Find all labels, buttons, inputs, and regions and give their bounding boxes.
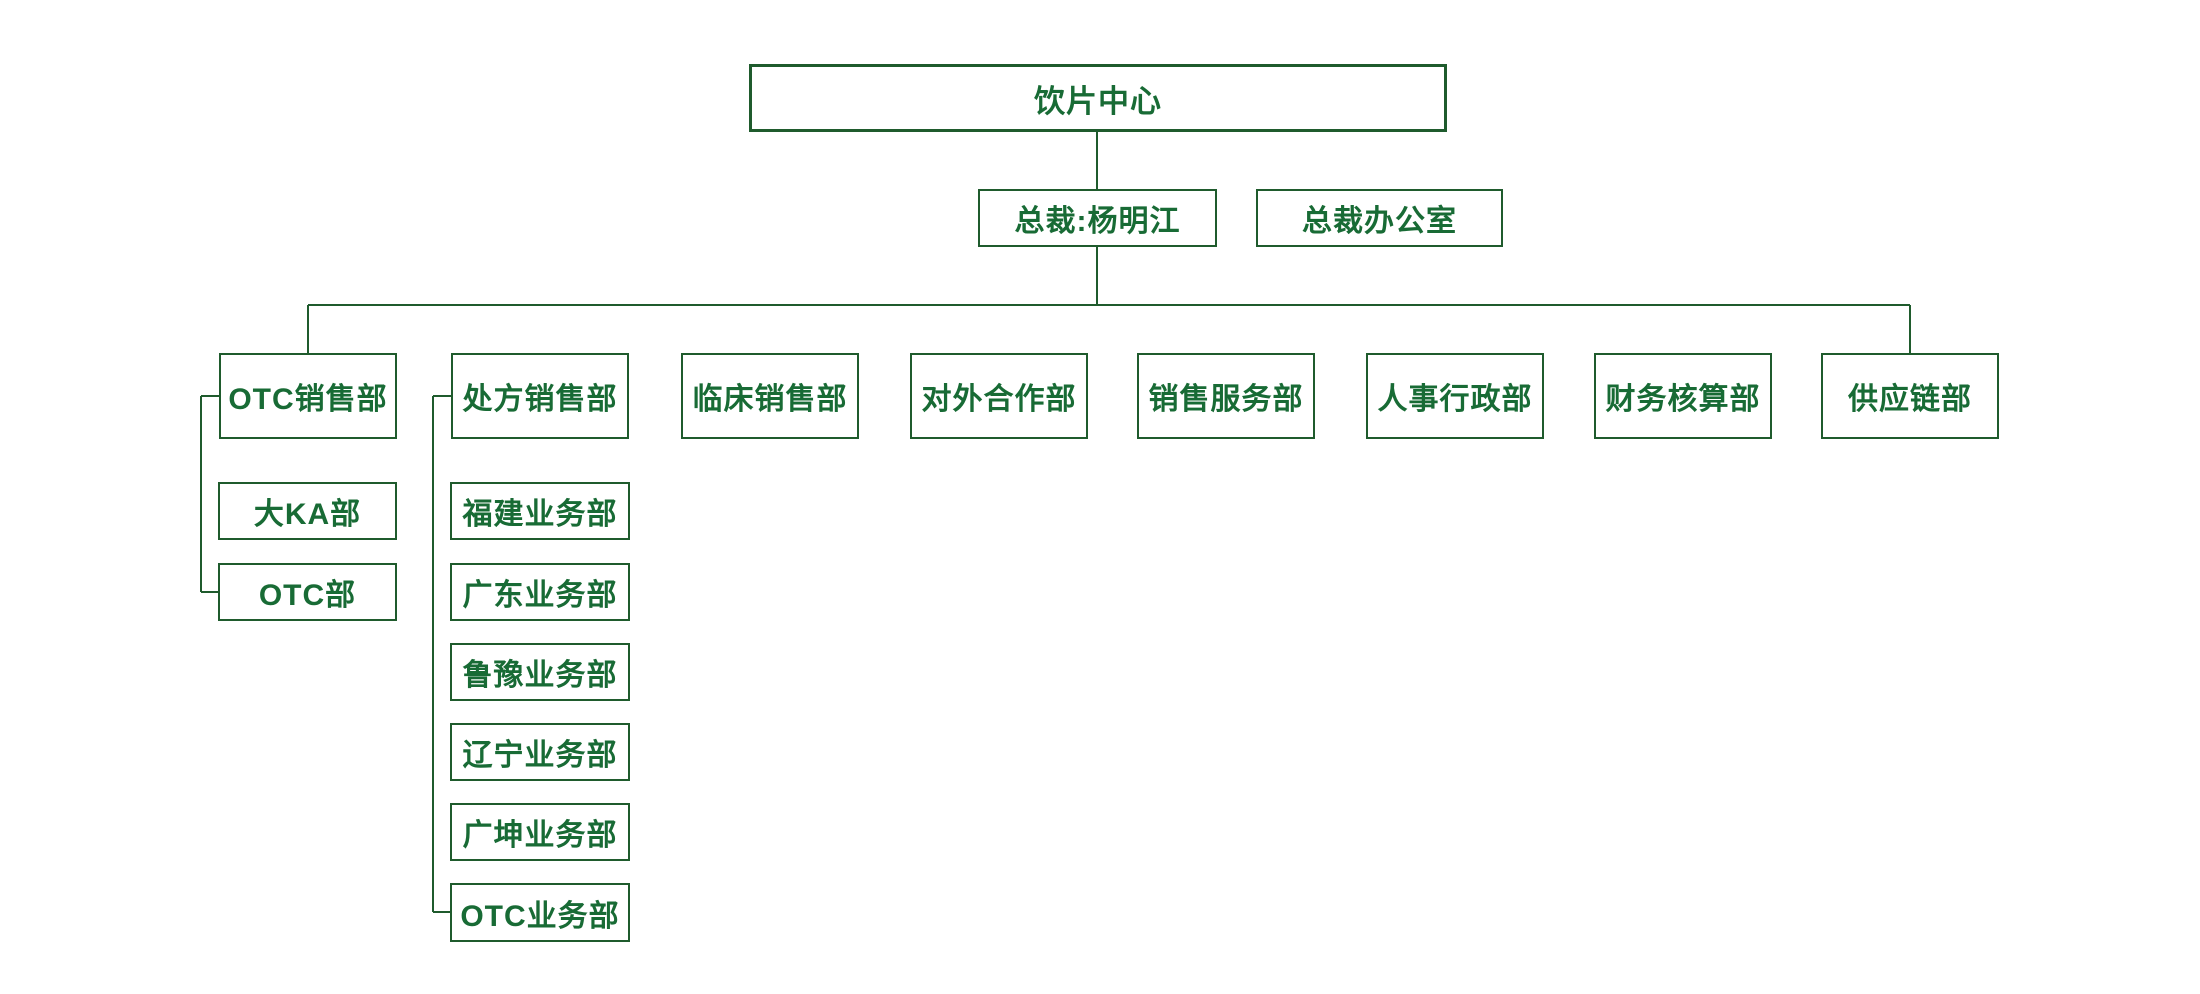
node-label: 鲁豫业务部 (462, 659, 618, 692)
node-dept-hr-admin[interactable]: 人事行政部 (1366, 353, 1544, 439)
node-sub-otc-business[interactable]: OTC业务部 (450, 883, 630, 942)
node-label: 供应链部 (1848, 383, 1972, 416)
connector-rx-bracket-vertical (432, 396, 434, 912)
node-dept-external-coop[interactable]: 对外合作部 (910, 353, 1088, 439)
node-label: OTC销售部 (228, 383, 388, 416)
node-sub-liaoning[interactable]: 辽宁业务部 (450, 723, 630, 781)
node-label: 饮片中心 (1034, 83, 1162, 119)
node-label: 临床销售部 (692, 383, 848, 416)
node-president[interactable]: 总裁:杨明江 (978, 189, 1217, 247)
node-label: 辽宁业务部 (462, 739, 618, 772)
node-sub-guangdong[interactable]: 广东业务部 (450, 563, 630, 621)
connector-otc-bracket-stub-bottom (201, 591, 218, 593)
node-label: 人事行政部 (1377, 383, 1533, 416)
connector-rail-drop-left (307, 305, 309, 353)
connector-president-drop (1096, 247, 1098, 305)
node-dept-supply-chain[interactable]: 供应链部 (1821, 353, 1999, 439)
node-president-office[interactable]: 总裁办公室 (1256, 189, 1503, 247)
connector-otc-bracket-vertical (200, 396, 202, 592)
connector-main-rail (308, 304, 1910, 306)
node-sub-otc[interactable]: OTC部 (218, 563, 397, 621)
node-sub-luyu[interactable]: 鲁豫业务部 (450, 643, 630, 701)
node-dept-otc-sales[interactable]: OTC销售部 (219, 353, 397, 439)
node-root[interactable]: 饮片中心 (749, 64, 1447, 132)
connector-otc-bracket-stub-top (201, 395, 219, 397)
node-dept-clinical-sales[interactable]: 临床销售部 (681, 353, 859, 439)
node-label: 大KA部 (253, 498, 362, 531)
node-dept-rx-sales[interactable]: 处方销售部 (451, 353, 629, 439)
node-label: 广东业务部 (462, 579, 618, 612)
connector-rx-bracket-stub-top (433, 395, 451, 397)
connector-rx-bracket-stub-bottom (433, 911, 450, 913)
connector-root-to-president (1096, 132, 1098, 189)
node-label: 总裁办公室 (1302, 205, 1457, 238)
node-label: 对外合作部 (921, 383, 1077, 416)
node-dept-finance[interactable]: 财务核算部 (1594, 353, 1772, 439)
node-sub-guangkun[interactable]: 广坤业务部 (450, 803, 630, 861)
node-dept-sales-service[interactable]: 销售服务部 (1137, 353, 1315, 439)
node-label: 销售服务部 (1148, 383, 1304, 416)
connector-rail-drop-right (1909, 305, 1911, 353)
node-label: 福建业务部 (462, 498, 618, 531)
node-label: 处方销售部 (462, 383, 618, 416)
node-label: OTC业务部 (460, 899, 620, 933)
node-label: OTC部 (258, 579, 357, 612)
node-label: 广坤业务部 (462, 819, 618, 852)
node-label: 总裁:杨明江 (1014, 205, 1181, 238)
node-label: 财务核算部 (1605, 383, 1761, 416)
node-sub-big-ka[interactable]: 大KA部 (218, 482, 397, 540)
node-sub-fujian[interactable]: 福建业务部 (450, 482, 630, 540)
